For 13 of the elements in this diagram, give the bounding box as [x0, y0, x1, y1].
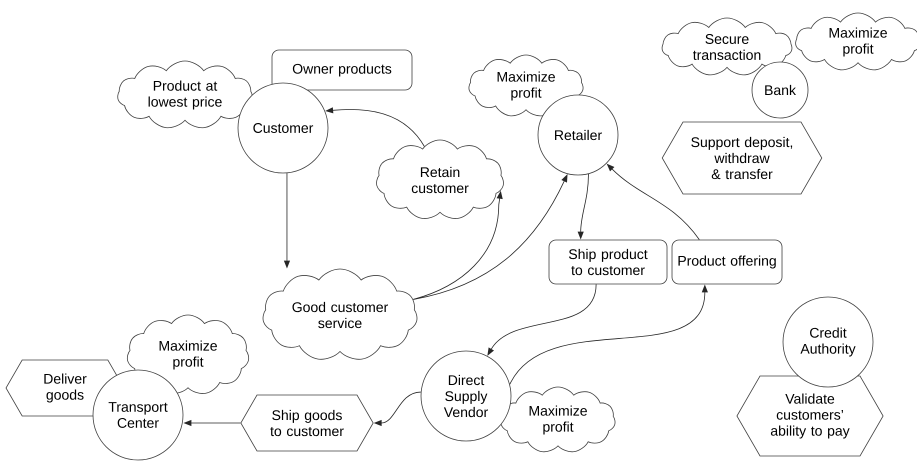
goal-cloud: Product at lowest price — [117, 60, 253, 128]
rounded-box: Owner products — [272, 50, 412, 90]
rounded-box: Product offering — [672, 240, 782, 284]
rounded-box: Ship product to customer — [548, 240, 668, 284]
goal-cloud: Maximize profit — [126, 314, 250, 394]
goal-cloud: Maximize profit — [795, 12, 917, 70]
goal-cloud: Maximize profit — [500, 386, 616, 452]
task-hexagon: Ship goods to customer — [240, 394, 374, 452]
goal-cloud: Retain customer — [376, 140, 504, 219]
goal-cloud: Good customer service — [262, 268, 418, 360]
task-hexagon: Validate customers’ ability to pay — [736, 376, 884, 456]
arrow — [606, 164, 700, 240]
task-hexagon: Support deposit, withdraw & transfer — [662, 122, 822, 194]
